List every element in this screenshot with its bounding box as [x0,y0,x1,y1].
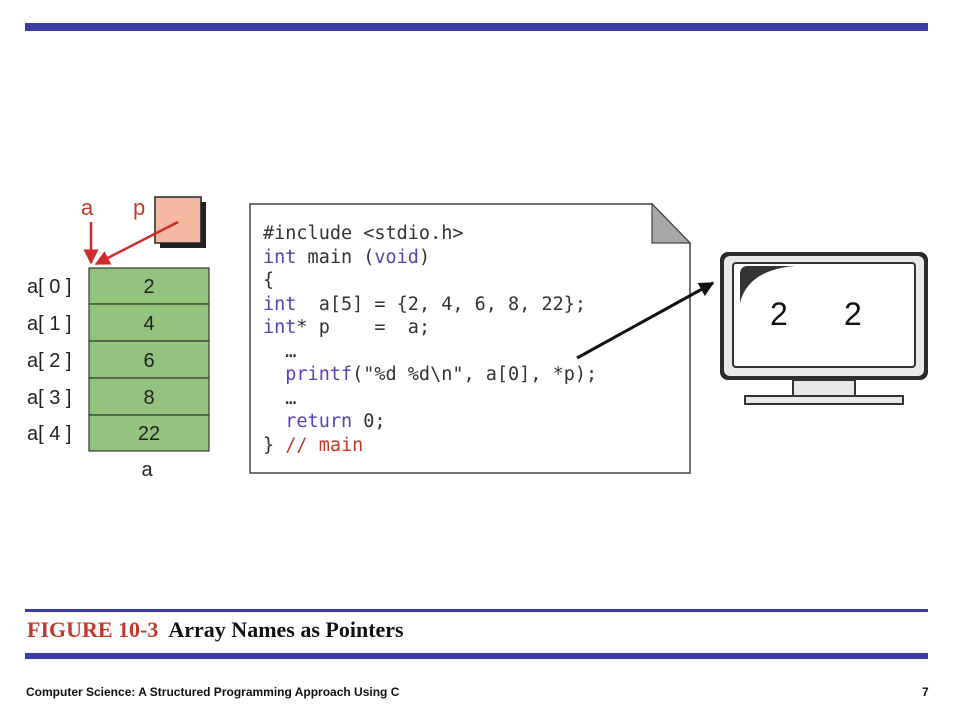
code-line: … [263,387,297,409]
figure-number: FIGURE 10-3 [27,617,159,642]
code-keyword: return [285,411,353,432]
code-keyword: int [263,293,297,315]
array-cell [88,414,210,452]
code-text: main ( [296,246,375,268]
array-index-label: a[ 3 ] [27,387,71,409]
code-comment: // main [285,434,364,456]
code-line: { [263,270,275,291]
array-cell [88,340,210,379]
array-value: 22 [138,423,160,445]
code-keyword: int [263,317,297,338]
screen-glare [740,266,795,303]
array-name-bottom: a [141,459,153,481]
code-page [249,202,692,474]
code-text: ("%d %d\n", a[0], *p); [352,364,598,385]
array-name-label: a [81,195,94,220]
figure-caption: FIGURE 10-3 Array Names as Pointers [27,617,404,643]
code-text: ) [418,246,431,268]
caption-rule-top [25,609,928,612]
array-index-label: a[ 0 ] [27,276,71,298]
code-listing: #include <stdio.h> int main (void) { int… [263,222,597,457]
code-text: 0; [352,411,386,432]
code-line: #include <stdio.h> [263,223,464,244]
code-line: … [263,340,297,362]
pointer-arrow [94,220,179,266]
page-number: 7 [922,685,929,699]
code-keyword: void [374,246,419,268]
array-value: 4 [143,313,154,335]
array-cell [88,267,210,305]
array-index-label: a[ 4 ] [27,423,71,445]
array-cells [88,267,210,452]
code-text: a[5] = {2, 4, 6, 8, 22}; [296,293,587,315]
pointer-name-label: p [133,195,145,220]
array-index-label: a[ 1 ] [27,313,71,335]
top-rule [25,23,928,31]
array-value: 6 [143,350,154,372]
figure-title: Array Names as Pointers [168,617,404,642]
code-keyword: printf [285,364,353,385]
monitor-output-1: 2 [770,296,788,332]
array-value: 2 [143,276,154,298]
code-text: } [263,434,286,456]
caption-rule-bottom [25,653,928,659]
pointer-box [154,196,206,248]
footer-book-title: Computer Science: A Structured Programmi… [26,685,400,699]
array-pointer-diagram: a p 2 4 6 8 22 a[ 0 ] a[ 1 ] a[ 2 ] a[ 3… [27,195,928,481]
monitor [720,252,928,405]
code-text: * p = a; [296,317,431,338]
monitor-output-2: 2 [844,296,862,332]
output-arrow [576,281,715,360]
array-value: 8 [143,387,154,409]
code-keyword: int [263,246,297,268]
array-index-label: a[ 2 ] [27,350,71,372]
